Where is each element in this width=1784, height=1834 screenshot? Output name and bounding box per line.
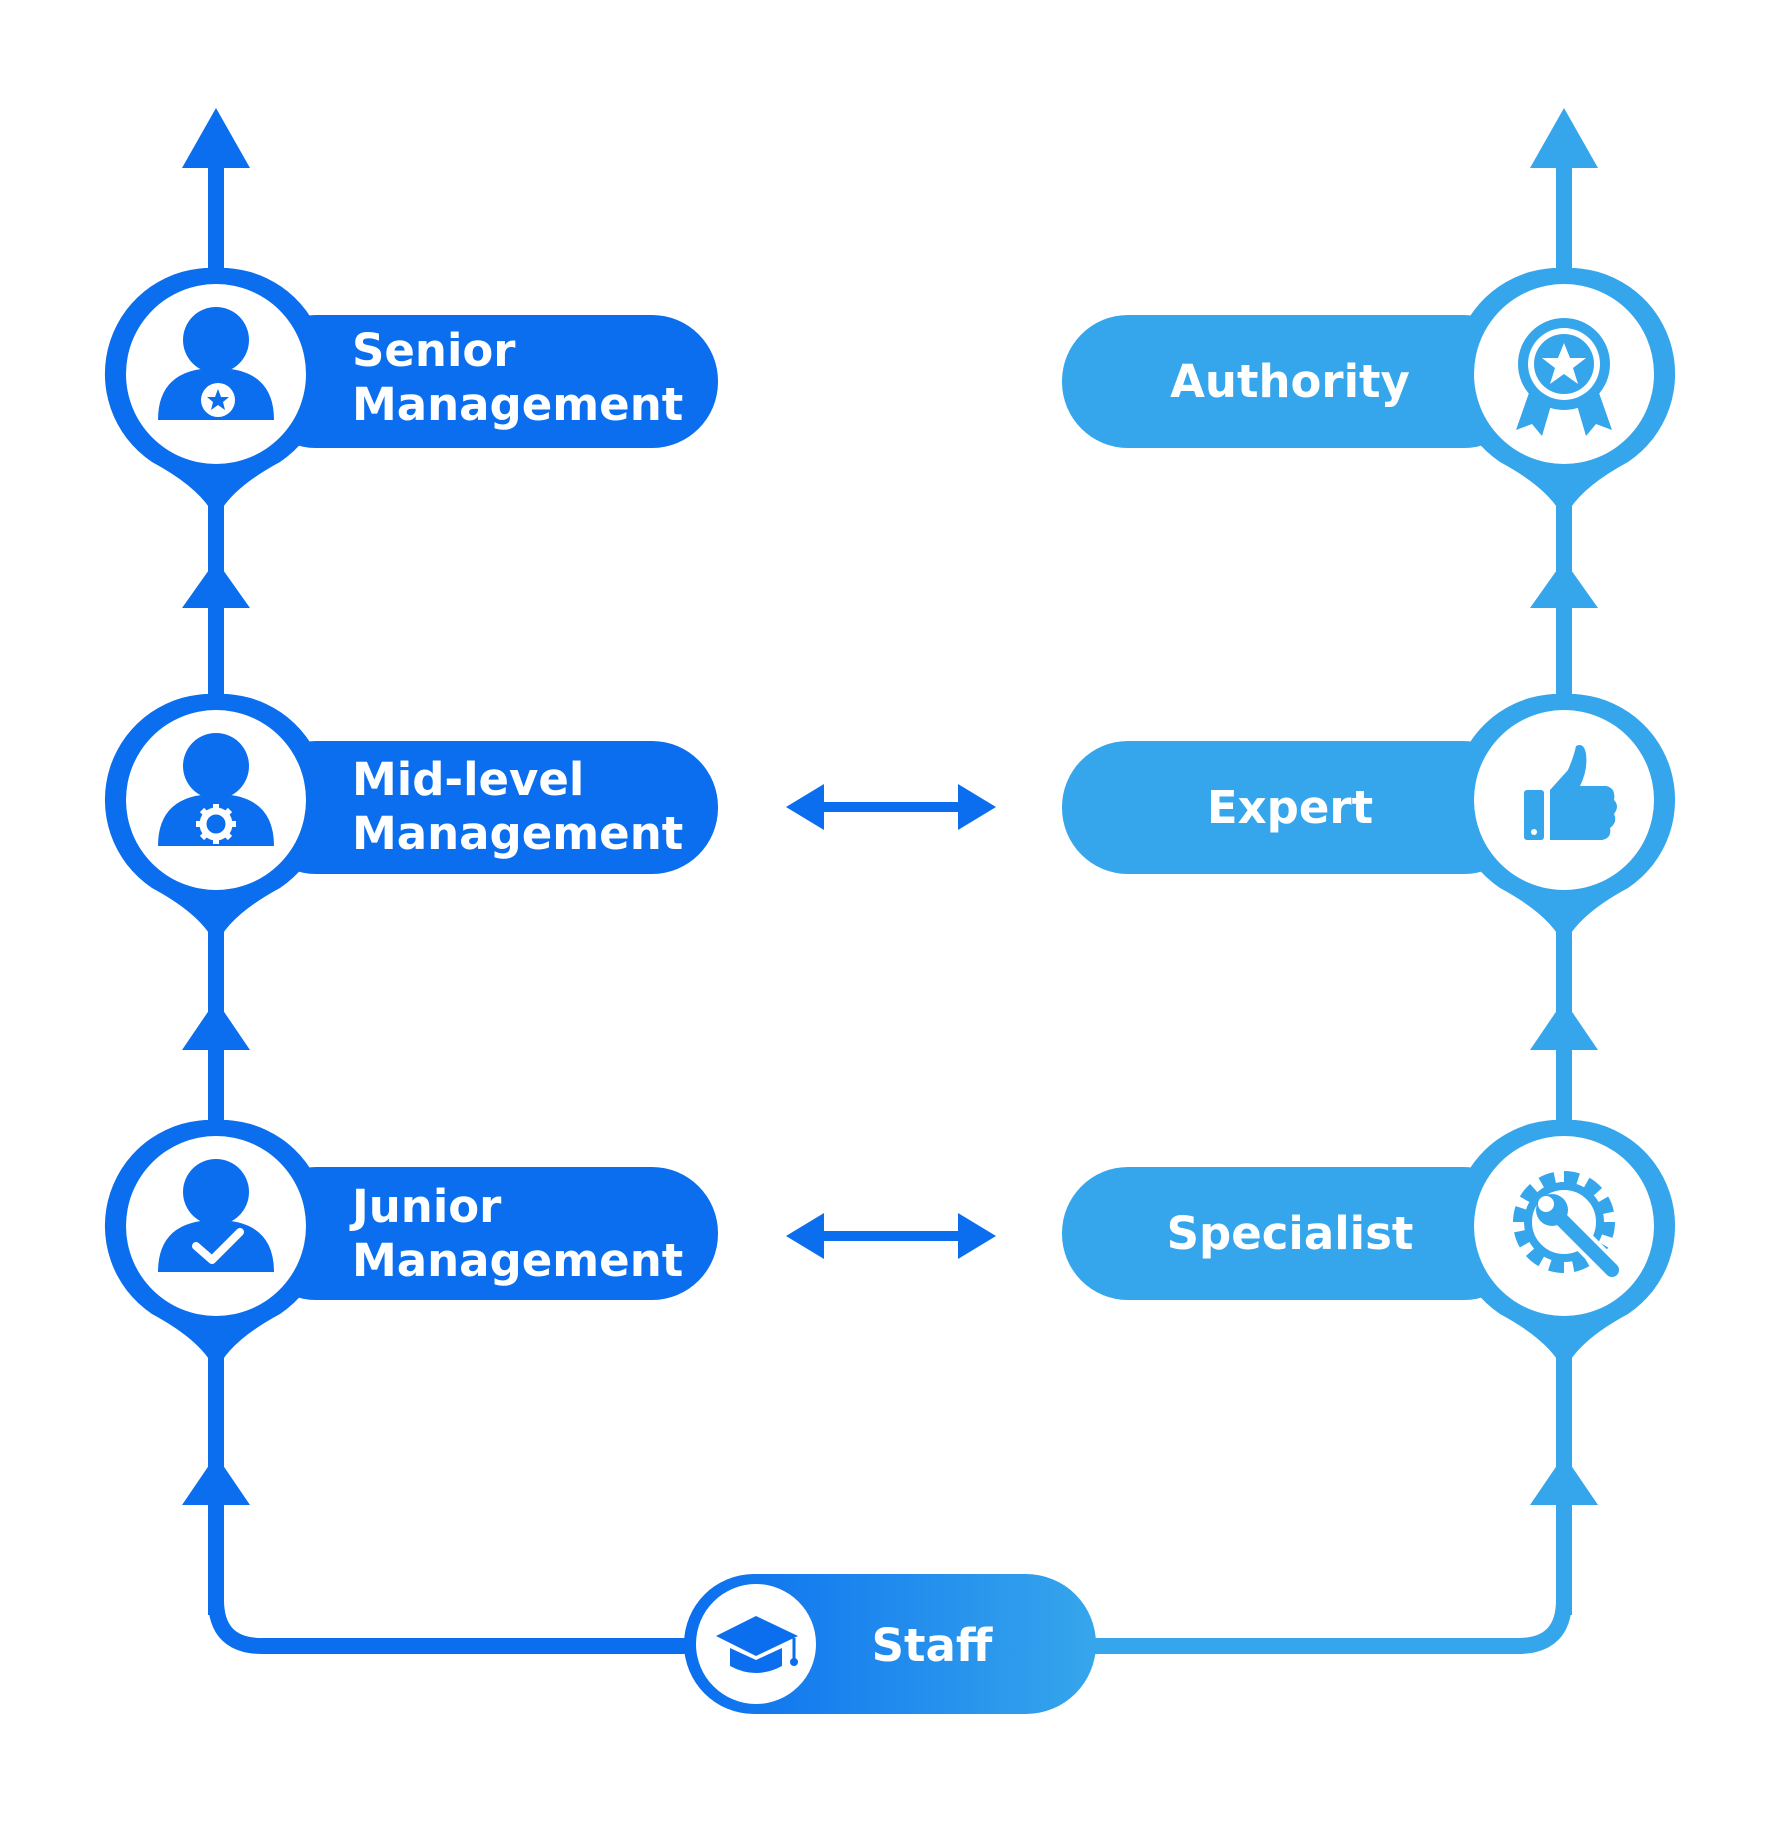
- node-senior-management: Senior Management: [104, 267, 718, 520]
- mid-level-management-line1: Mid-level: [352, 753, 584, 806]
- pill-junior-management: [250, 1167, 718, 1300]
- specialist-track-base-line: [1070, 1599, 1572, 1654]
- node-junior-management: Junior Management: [104, 1119, 718, 1372]
- node-authority: Authority: [1062, 267, 1676, 520]
- management-arrow-icon: [182, 560, 250, 608]
- junior-management-line2: Management: [352, 1234, 683, 1287]
- pill-specialist: [1062, 1167, 1530, 1300]
- person-check-icon: [158, 1159, 274, 1272]
- person-gear-icon: [158, 733, 274, 846]
- pill-senior-management: [250, 315, 718, 448]
- management-top-arrow-icon: [182, 108, 250, 168]
- specialist-arrow-icon: [1530, 1455, 1598, 1505]
- junior-management-line1: Junior: [349, 1180, 502, 1233]
- person-star-icon: [158, 307, 274, 420]
- senior-management-line1: Senior: [352, 324, 516, 377]
- award-badge-icon: [1516, 318, 1612, 436]
- pill-expert: [1062, 741, 1530, 874]
- specialist-top-arrow-icon: [1530, 108, 1598, 168]
- senior-management-line2: Management: [352, 378, 683, 431]
- pill-mid-level-management: [250, 741, 718, 874]
- staff-label: Staff: [872, 1619, 993, 1672]
- node-specialist: Specialist: [1062, 1119, 1676, 1372]
- bidirectional-arrow-junior-icon: [786, 1213, 996, 1259]
- node-staff: Staff: [684, 1574, 1096, 1714]
- thumbs-up-icon: [1524, 745, 1617, 840]
- specialist-label: Specialist: [1167, 1207, 1414, 1260]
- management-arrow-icon: [182, 1000, 250, 1050]
- node-expert: Expert: [1062, 693, 1676, 946]
- specialist-arrow-icon: [1530, 1000, 1598, 1050]
- mid-level-management-line2: Management: [352, 807, 683, 860]
- specialist-arrow-icon: [1530, 560, 1598, 608]
- gear-wrench-icon: [1513, 1171, 1623, 1281]
- authority-label: Authority: [1170, 355, 1410, 408]
- management-track-base-line: [208, 1599, 710, 1654]
- management-arrow-icon: [182, 1455, 250, 1505]
- pill-authority: [1062, 315, 1530, 448]
- bidirectional-arrow-mid-icon: [786, 784, 996, 830]
- graduation-cap-icon: [716, 1616, 798, 1673]
- node-mid-level-management: Mid-level Management: [104, 693, 718, 946]
- expert-label: Expert: [1207, 781, 1373, 834]
